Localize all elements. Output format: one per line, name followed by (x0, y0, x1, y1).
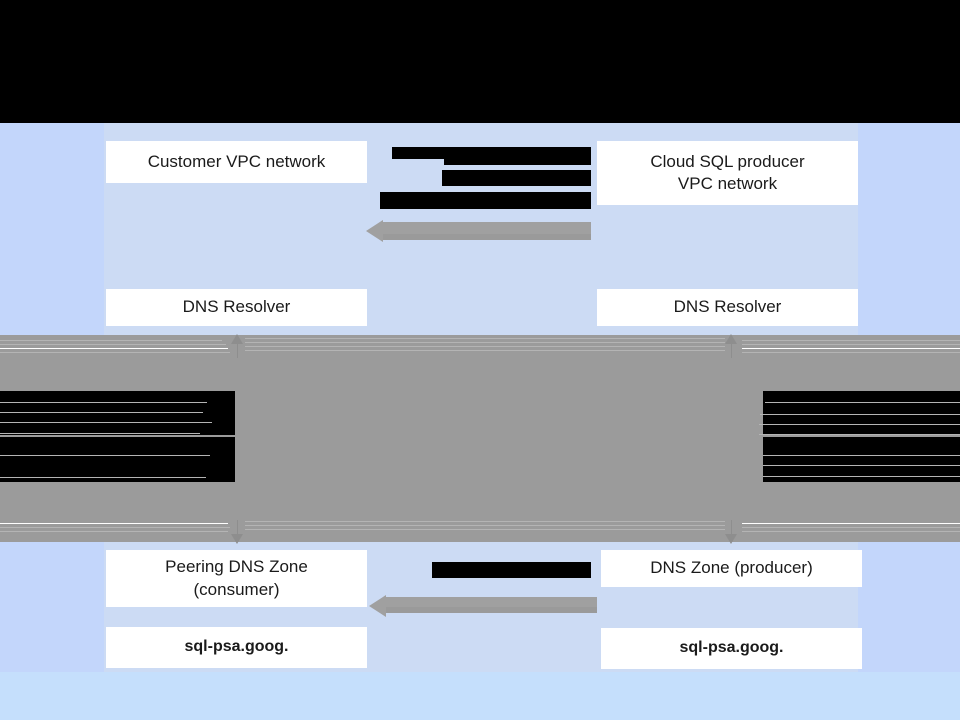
consumer-domain-box: sql-psa.goog. (106, 627, 367, 668)
producer-dns-resolver-label: DNS Resolver (673, 297, 782, 317)
gray-band-rule (245, 346, 725, 347)
bottom-arrow-shaft-shade (386, 607, 597, 613)
customer-vpc-network-box: Customer VPC network (106, 141, 367, 183)
bottom-arrow-head (369, 595, 386, 617)
gray-band-rule (742, 340, 960, 341)
redacted-header-banner (0, 0, 960, 123)
cloud-sql-producer-vpc-network-box: Cloud SQL producer VPC network (597, 141, 858, 205)
connector-arrow-down-producer (725, 534, 737, 544)
connector-line-producer-bottom (731, 520, 732, 534)
gray-band-rule (245, 521, 725, 522)
connector-line-producer-top (731, 344, 732, 358)
connector-arrow-down-consumer (231, 534, 243, 544)
producer-dns-zone-box: DNS Zone (producer) (601, 550, 862, 587)
gray-band-rule (245, 342, 725, 343)
consumer-dns-resolver-label: DNS Resolver (182, 297, 291, 317)
gray-band-rule (0, 348, 228, 349)
redacted-top-arrow-label-3 (380, 192, 591, 209)
redaction-rule (0, 433, 200, 434)
gray-band-rule (245, 525, 725, 526)
producer-domain-box: sql-psa.goog. (601, 628, 862, 669)
redacted-bottom-arrow-label-b (432, 570, 550, 578)
gray-band-rule (742, 348, 960, 349)
redaction-rule (765, 402, 960, 403)
connector-arrow-up-consumer (231, 334, 243, 344)
gray-band-rule (742, 531, 960, 532)
redaction-rule (763, 465, 960, 466)
redaction-rule (759, 424, 960, 425)
gray-band-rule (0, 340, 222, 341)
gray-band-rule (245, 529, 725, 530)
redaction-rule (0, 477, 206, 478)
redacted-gray-left-block-1 (0, 391, 235, 435)
redaction-rule (763, 476, 960, 477)
gray-band-rule (742, 523, 960, 524)
redacted-top-arrow-label-2 (442, 170, 591, 186)
gray-band-rule (245, 338, 725, 339)
gray-band-rule (742, 344, 960, 345)
producer-dns-resolver-box: DNS Resolver (597, 289, 858, 326)
redaction-rule (0, 402, 207, 403)
bottom-blue-background (0, 672, 960, 720)
gray-band-rule (0, 352, 230, 353)
peering-dns-zone-box: Peering DNS Zone (consumer) (106, 550, 367, 607)
redaction-rule (763, 455, 960, 456)
peering-dns-zone-label-line2: (consumer) (193, 579, 280, 599)
connector-arrow-up-producer (725, 334, 737, 344)
consumer-dns-resolver-box: DNS Resolver (106, 289, 367, 326)
gray-band-rule (742, 527, 960, 528)
consumer-domain-label: sql-psa.goog. (184, 638, 289, 656)
producer-dns-zone-label: DNS Zone (producer) (650, 558, 813, 578)
redaction-rule (759, 434, 960, 435)
gray-band-rule (742, 352, 960, 353)
gray-band-rule (0, 523, 228, 524)
connector-line-consumer-bottom (237, 520, 238, 534)
redaction-rule (0, 455, 210, 456)
redacted-gray-left-block-2 (0, 437, 235, 482)
redacted-gray-right-block-2 (763, 437, 960, 482)
gray-band-rule (0, 344, 226, 345)
producer-vpc-label-line2: VPC network (677, 174, 778, 193)
redacted-top-arrow-label-1 (392, 147, 591, 159)
redaction-rule (0, 412, 203, 413)
redacted-top-arrow-label-1b (444, 159, 591, 165)
customer-vpc-network-label: Customer VPC network (147, 151, 326, 171)
redacted-gray-right-block-1 (763, 391, 960, 435)
gray-band-rule (245, 350, 725, 351)
top-arrow-head (366, 220, 383, 242)
gray-band-rule (0, 531, 228, 532)
redaction-rule (760, 414, 960, 415)
connector-line-consumer-top (237, 344, 238, 358)
producer-vpc-label-line1: Cloud SQL producer (650, 151, 805, 171)
peering-dns-zone-label-line1: Peering DNS Zone (165, 557, 308, 577)
gray-band-rule (0, 527, 230, 528)
redaction-rule (0, 422, 212, 423)
producer-domain-label: sql-psa.goog. (679, 639, 784, 657)
top-arrow-shaft-shade (383, 234, 591, 240)
